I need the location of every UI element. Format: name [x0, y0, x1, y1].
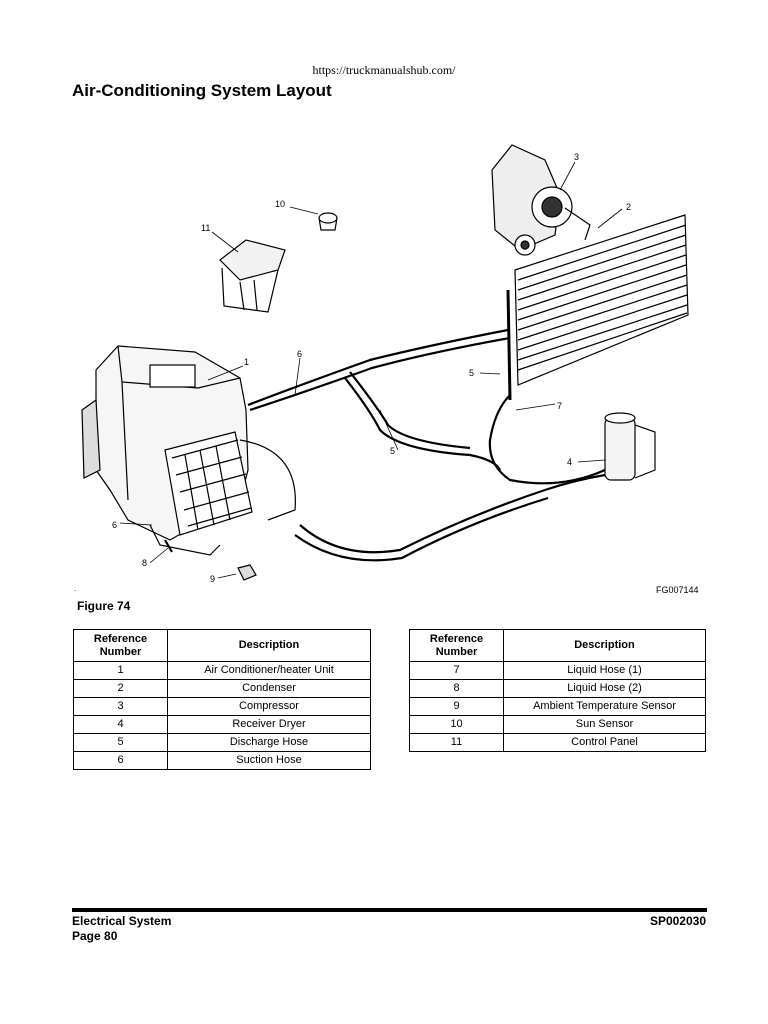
ref-number: 4 — [73, 715, 168, 734]
callout-9: 9 — [210, 574, 215, 584]
heater-unit-drawing — [81, 345, 296, 556]
source-url[interactable]: https://truckmanualshub.com/ — [312, 63, 456, 77]
compressor-drawing — [491, 144, 591, 256]
ac-system-diagram: 10 11 3 2 1 6 5 7 4 5 6 8 9 — [81, 144, 689, 584]
ref-number: 7 — [409, 661, 504, 680]
ref-number: 11 — [409, 733, 504, 752]
ref-description: Control Panel — [503, 733, 706, 752]
figure-code: FG007144 — [656, 585, 699, 595]
ref-description: Liquid Hose (2) — [503, 679, 706, 698]
callout-8: 8 — [142, 558, 147, 568]
ref-number: 2 — [73, 679, 168, 698]
ref-number: 6 — [73, 751, 168, 770]
callout-10: 10 — [275, 199, 285, 209]
ref-description: Liquid Hose (1) — [503, 661, 706, 680]
ref-description: Air Conditioner/heater Unit — [167, 661, 371, 680]
figure-caption: Figure 74 — [77, 599, 131, 613]
callout-1: 1 — [244, 357, 249, 367]
callout-11: 11 — [201, 223, 210, 233]
hose-routes — [164, 328, 606, 562]
ref-description: Compressor — [167, 697, 371, 716]
header-description: Description — [167, 629, 371, 662]
ref-number: 8 — [409, 679, 504, 698]
footer-section: Electrical System — [72, 914, 172, 928]
sun-sensor-drawing — [318, 212, 338, 231]
receiver-dryer-drawing — [604, 412, 656, 481]
ref-description: Condenser — [167, 679, 371, 698]
header-description: Description — [503, 629, 706, 662]
callout-6b: 6 — [112, 520, 117, 530]
callout-4: 4 — [567, 457, 572, 467]
ref-description: Discharge Hose — [167, 733, 371, 752]
ref-number: 9 — [409, 697, 504, 716]
control-panel-drawing — [219, 239, 286, 313]
callout-5b: 5 — [390, 446, 395, 456]
footer-doc-id: SP002030 — [649, 914, 706, 928]
footer-page-number: Page 80 — [72, 929, 118, 943]
callout-labels: 10 11 3 2 1 6 5 7 4 5 6 8 9 — [112, 152, 631, 584]
callout-leaders — [119, 161, 623, 579]
callout-2: 2 — [626, 202, 631, 212]
ref-number: 5 — [73, 733, 168, 752]
condenser-drawing — [506, 214, 689, 401]
ref-description: Suction Hose — [167, 751, 371, 770]
callout-5a: 5 — [469, 368, 474, 378]
footer-rule — [72, 908, 707, 912]
callout-7: 7 — [557, 401, 562, 411]
ref-description: Ambient Temperature Sensor — [503, 697, 706, 716]
ref-number: 10 — [409, 715, 504, 734]
callout-6a: 6 — [297, 349, 302, 359]
ref-description: Sun Sensor — [503, 715, 706, 734]
figure-mark: . — [74, 584, 77, 593]
ref-description: Receiver Dryer — [167, 715, 371, 734]
ref-number: 1 — [73, 661, 168, 680]
ref-number: 3 — [73, 697, 168, 716]
callout-3: 3 — [574, 152, 579, 162]
footer-left: Electrical System Page 80 — [72, 914, 171, 944]
page-title: Air-Conditioning System Layout — [72, 81, 332, 100]
ambient-sensor-drawing — [237, 564, 257, 581]
